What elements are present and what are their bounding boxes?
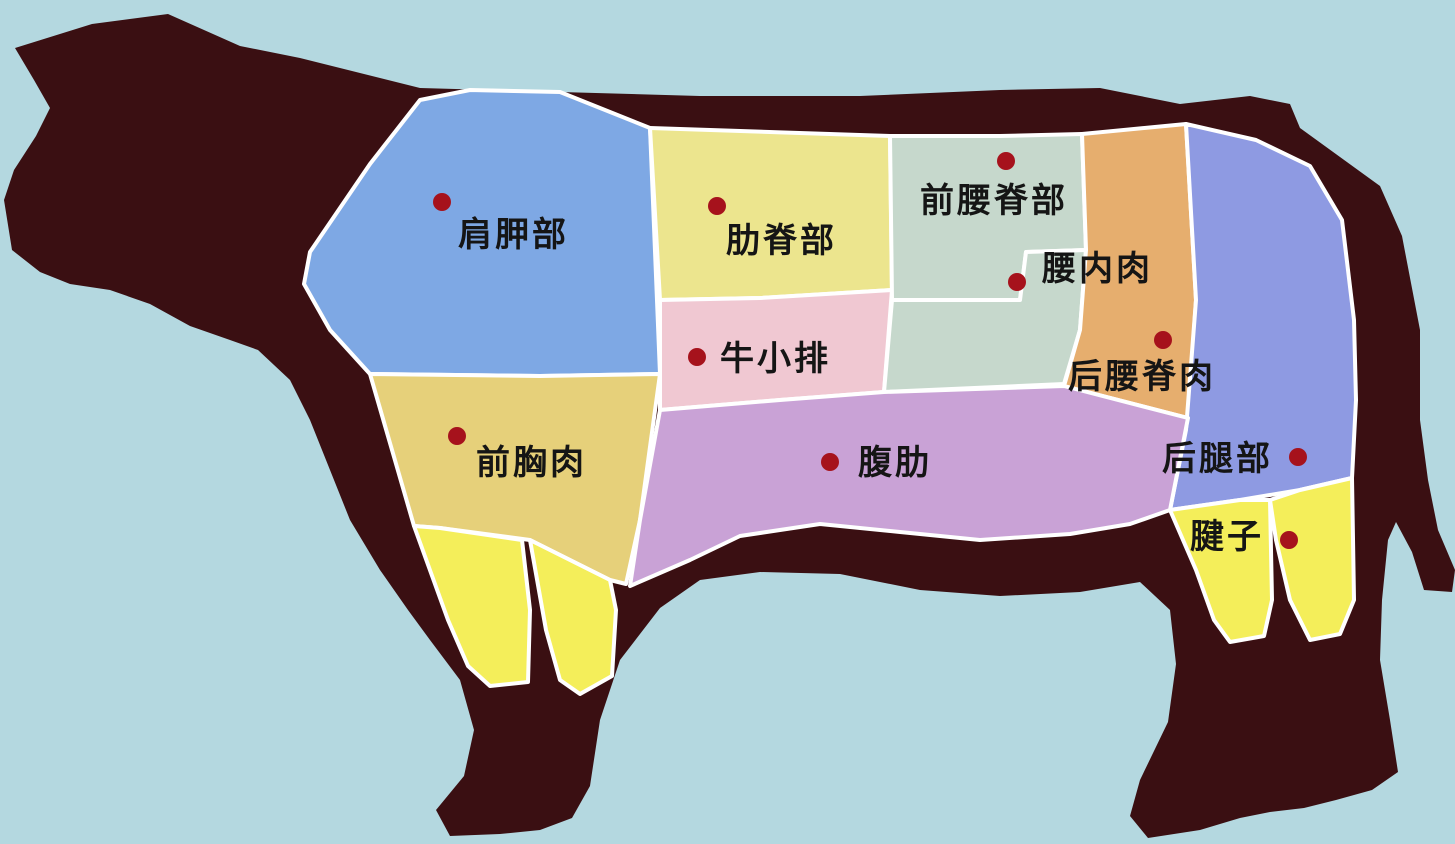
marker-round	[1289, 448, 1307, 466]
label-sirloin: 后腰脊肉	[1068, 357, 1216, 397]
cut-rib	[650, 128, 892, 300]
marker-tenderloin	[1008, 273, 1026, 291]
label-rib: 肋脊部	[726, 221, 837, 261]
marker-brisket	[448, 427, 466, 445]
marker-short-rib	[688, 348, 706, 366]
label-round: 后腿部	[1162, 439, 1273, 479]
marker-shoulder	[433, 193, 451, 211]
marker-sirloin	[1154, 331, 1172, 349]
marker-rib	[708, 197, 726, 215]
marker-flank	[821, 453, 839, 471]
label-tenderloin: 腰内肉	[1042, 249, 1153, 289]
label-short-rib: 牛小排	[720, 339, 831, 379]
marker-shank	[1280, 531, 1298, 549]
label-front-loin: 前腰脊部	[920, 181, 1068, 221]
label-flank: 腹肋	[858, 443, 932, 483]
label-brisket: 前胸肉	[476, 443, 587, 483]
label-shank: 腱子	[1190, 517, 1264, 557]
label-shoulder: 肩胛部	[458, 215, 569, 255]
marker-front-loin	[997, 152, 1015, 170]
